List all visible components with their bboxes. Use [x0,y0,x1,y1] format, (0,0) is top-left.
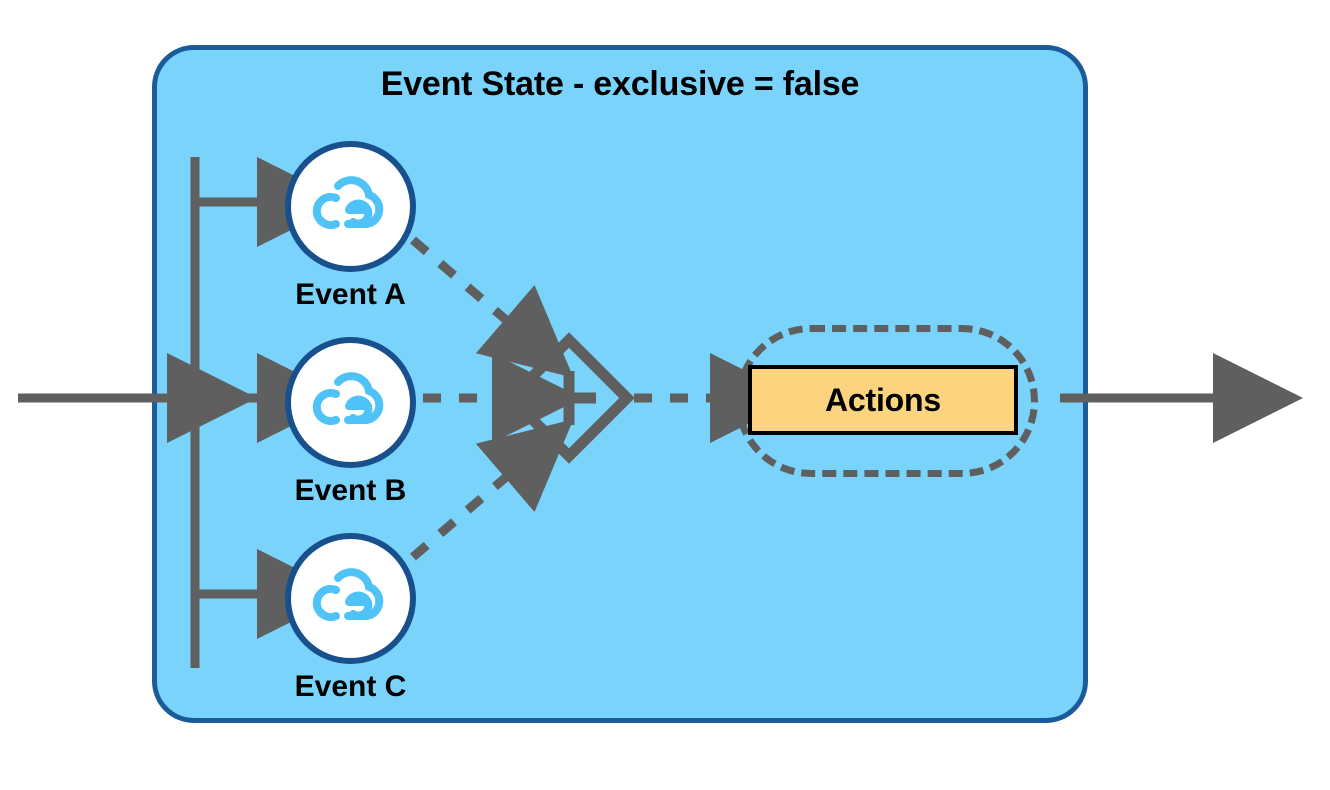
event-label: Event A [295,278,406,311]
actions-label: Actions [825,381,941,418]
dashed-arrow-event-c-to-gateway [410,419,574,561]
event-node-b[interactable]: Event B [285,337,416,507]
event-node-a[interactable]: Event A [285,141,416,311]
actions-container [735,325,1038,477]
event-label: Event B [294,474,407,507]
dashed-arrow-event-a-to-gateway [410,236,574,378]
cloudevents-icon [312,371,383,425]
cloudevents-icon [312,175,383,229]
event-node-c[interactable]: Event C [285,533,416,703]
cloudevents-icon [312,567,383,621]
state-title: Event State - exclusive = false [380,65,860,103]
event-label: Event C [294,670,407,703]
actions-box[interactable]: Actions [748,365,1018,435]
parallel-gateway [503,332,635,464]
